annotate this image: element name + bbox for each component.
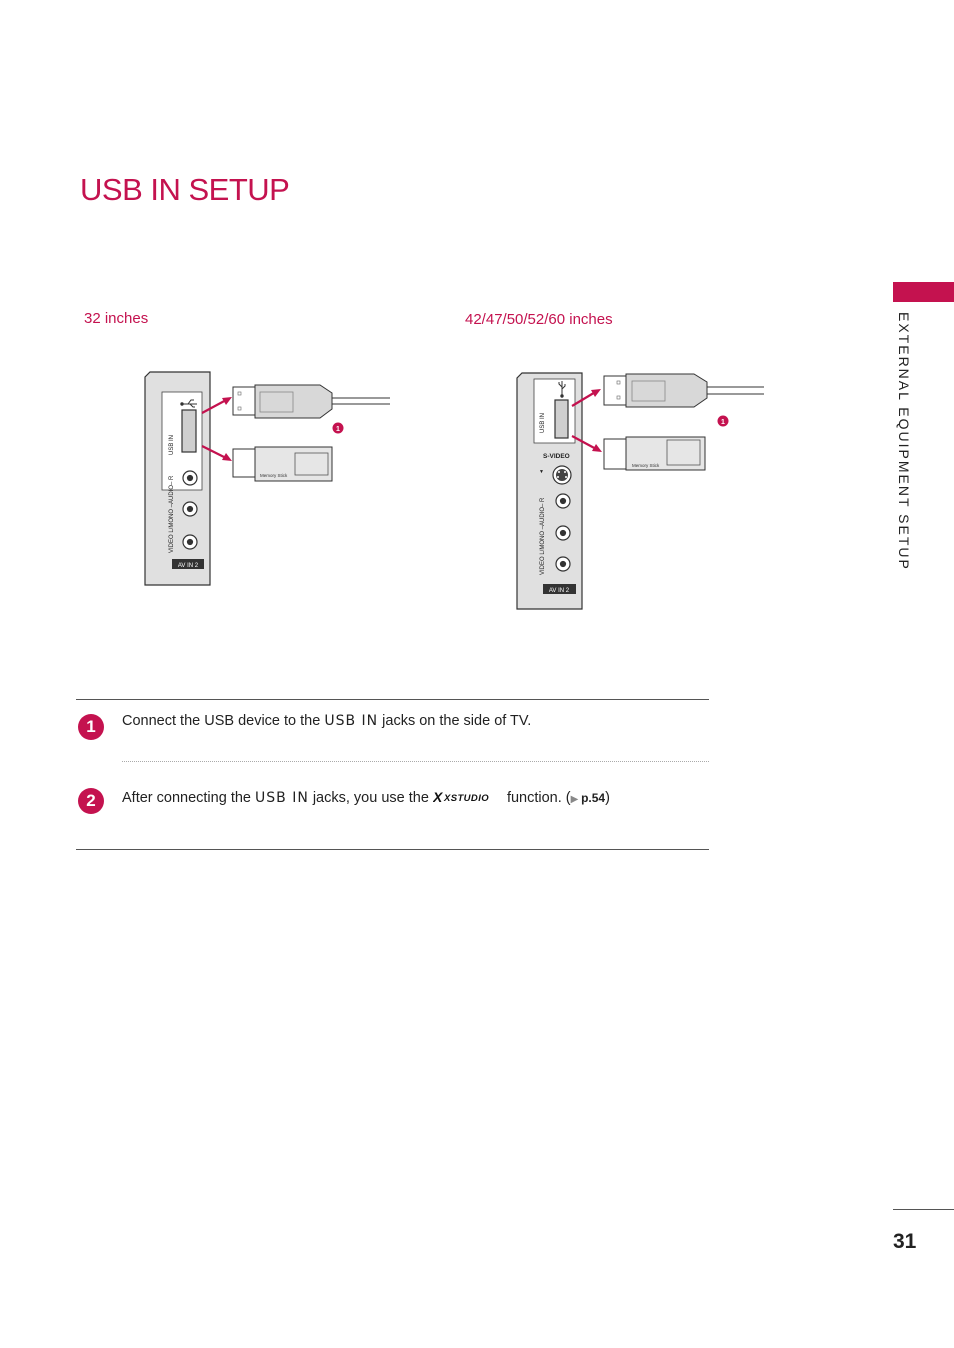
divider-dotted [122, 761, 709, 762]
step-1-text: Connect the USB device to the USB IN jac… [122, 713, 532, 729]
memory-stick-device: Memory Stick [603, 436, 706, 471]
diagram-32-inches: USB IN VIDEO L/MONO –AUDIO– R AV IN 2 Me… [144, 371, 390, 586]
svg-text:1: 1 [721, 419, 725, 426]
divider-top [76, 699, 709, 700]
arrow-right-icon [571, 389, 602, 452]
usb-cable-plug [603, 373, 764, 408]
svg-text:Memory Stick: Memory Stick [260, 473, 288, 478]
usb-in-keyword: USB IN [255, 790, 309, 806]
section-tab-marker [893, 282, 954, 302]
av-in-2-label: AV IN 2 [549, 588, 570, 594]
svg-text:X: X [433, 790, 444, 804]
divider-bottom [76, 849, 709, 850]
callout-1 [332, 422, 344, 434]
svg-text:XSTUDIO: XSTUDIO [443, 793, 489, 804]
arrow-right-icon [201, 397, 232, 461]
step-2-badge: 2 [78, 788, 104, 814]
svg-text:▼: ▼ [539, 469, 544, 475]
step-2-text: After connecting the USB IN jacks, you u… [122, 789, 610, 808]
play-arrow-icon: ▶ [570, 794, 582, 805]
usb-in-label: USB IN [169, 435, 175, 455]
svg-text:Memory Stick: Memory Stick [632, 463, 660, 468]
av-in-2-label: AV IN 2 [178, 563, 199, 569]
diagram-42-60-inches: USB IN S-VIDEO ▼ VIDEO L/MONO –AUDIO– R … [516, 372, 764, 610]
svg-text:1: 1 [336, 426, 340, 433]
section-label: EXTERNAL EQUIPMENT SETUP [896, 312, 912, 571]
page-title: USB IN SETUP [80, 172, 290, 207]
usb-port [181, 409, 197, 453]
callout-1 [717, 415, 729, 427]
usb-cable-plug [232, 384, 390, 419]
usb-port [554, 399, 569, 439]
memory-stick-device: Memory Stick [232, 446, 333, 482]
page-reference-link[interactable]: p.54 [581, 791, 606, 805]
usb-icon [180, 399, 197, 408]
step-1-badge: 1 [78, 714, 104, 740]
s-video-label: S-VIDEO [543, 453, 570, 460]
diagram-label-42-60: 42/47/50/52/60 inches [465, 311, 613, 328]
page-number: 31 [893, 1230, 917, 1253]
footer-divider [893, 1209, 954, 1210]
usb-in-label: USB IN [540, 413, 546, 433]
audio-video-label: VIDEO L/MONO –AUDIO– R [169, 475, 175, 553]
diagram-label-32: 32 inches [84, 310, 149, 327]
audio-video-label: VIDEO L/MONO –AUDIO– R [540, 497, 546, 575]
usb-icon [558, 381, 566, 398]
usb-in-keyword: USB IN [324, 713, 379, 729]
